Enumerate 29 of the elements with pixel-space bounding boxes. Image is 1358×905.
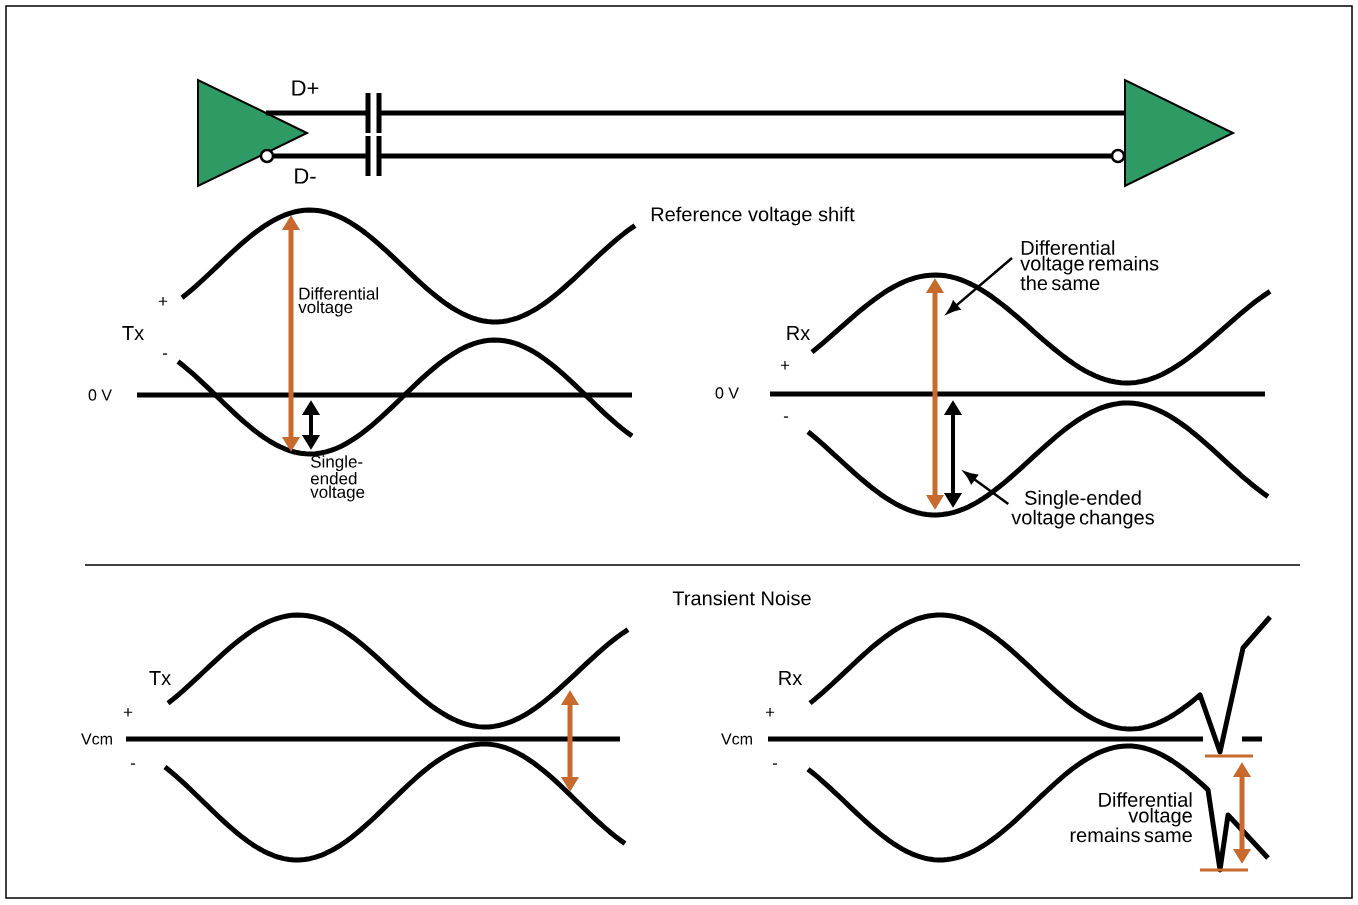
polarity-sign: -: [783, 416, 789, 418]
annotation: Differential voltage remains the same: [1020, 240, 1159, 291]
level-label: Vcm: [81, 733, 112, 745]
section-heading: Reference voltage shift: [651, 206, 855, 226]
signal-label: Tx: [149, 671, 171, 685]
level-label: 0 V: [715, 387, 739, 399]
level-label: Vcm: [721, 733, 752, 745]
polarity-sign: +: [780, 361, 790, 370]
annotation: Single-ended voltage: [310, 455, 365, 502]
signal-label: Tx: [122, 326, 144, 340]
level-label: 0 V: [88, 389, 112, 401]
annotation: Differential voltage: [298, 287, 378, 317]
section-heading: Transient Noise: [672, 590, 811, 606]
leader-line: [964, 471, 1010, 505]
polarity-sign: +: [123, 708, 133, 717]
wire: [266, 110, 1125, 116]
polarity-sign: -: [162, 353, 168, 355]
signal-label: Rx: [779, 671, 802, 685]
polarity-sign: -: [772, 763, 778, 765]
polarity-sign: +: [765, 708, 775, 717]
annotation: Differential voltage remains same: [1070, 792, 1192, 843]
signal-name: D+: [292, 80, 319, 96]
signal-label: Rx: [787, 326, 810, 340]
leader-line: [946, 257, 1013, 314]
wire: [274, 153, 1111, 159]
polarity-sign: +: [158, 297, 168, 306]
signal-name: D-: [295, 168, 316, 184]
annotation: Single-ended voltage changes: [1011, 490, 1154, 529]
polarity-sign: -: [130, 763, 136, 765]
